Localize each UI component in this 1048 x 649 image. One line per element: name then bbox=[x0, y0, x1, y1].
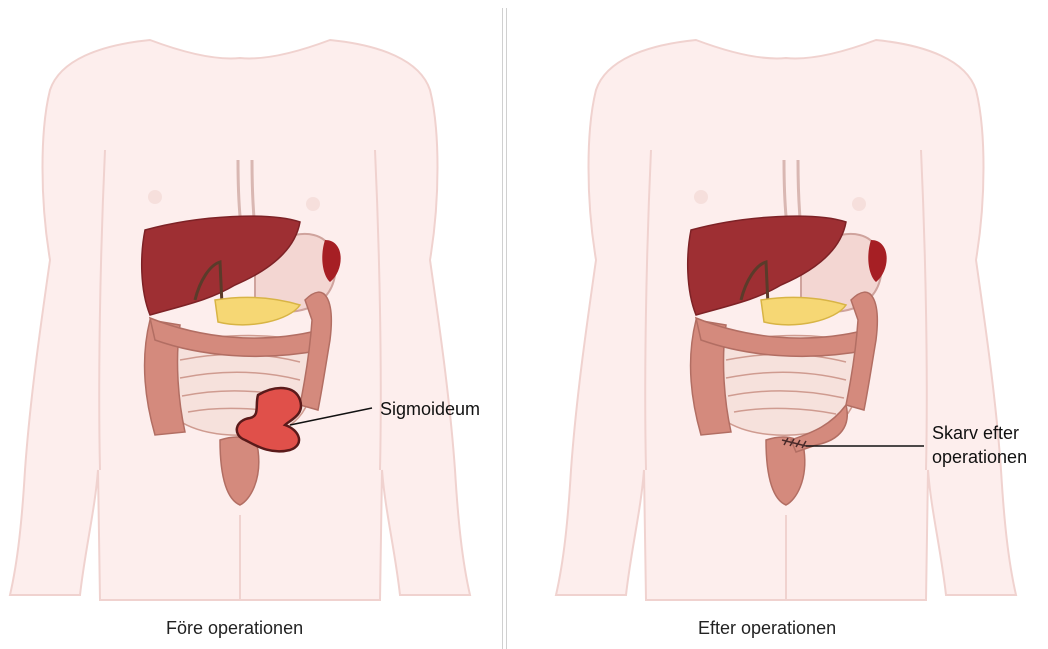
anastomosis-label-line2: operationen bbox=[932, 445, 1027, 469]
anastomosis-label-line1: Skarv efter bbox=[932, 421, 1027, 445]
anastomosis-label: Skarv efter operationen bbox=[932, 421, 1027, 469]
panel-after: Skarv efter operationen Efter operatione… bbox=[506, 0, 1048, 649]
anatomy-illustration-after bbox=[506, 0, 1048, 649]
caption-after: Efter operationen bbox=[698, 618, 836, 639]
anatomy-illustration-before bbox=[0, 0, 502, 649]
panel-before: Sigmoideum Före operationen bbox=[0, 0, 502, 649]
sigmoid-label: Sigmoideum bbox=[380, 397, 480, 421]
caption-before: Före operationen bbox=[166, 618, 303, 639]
